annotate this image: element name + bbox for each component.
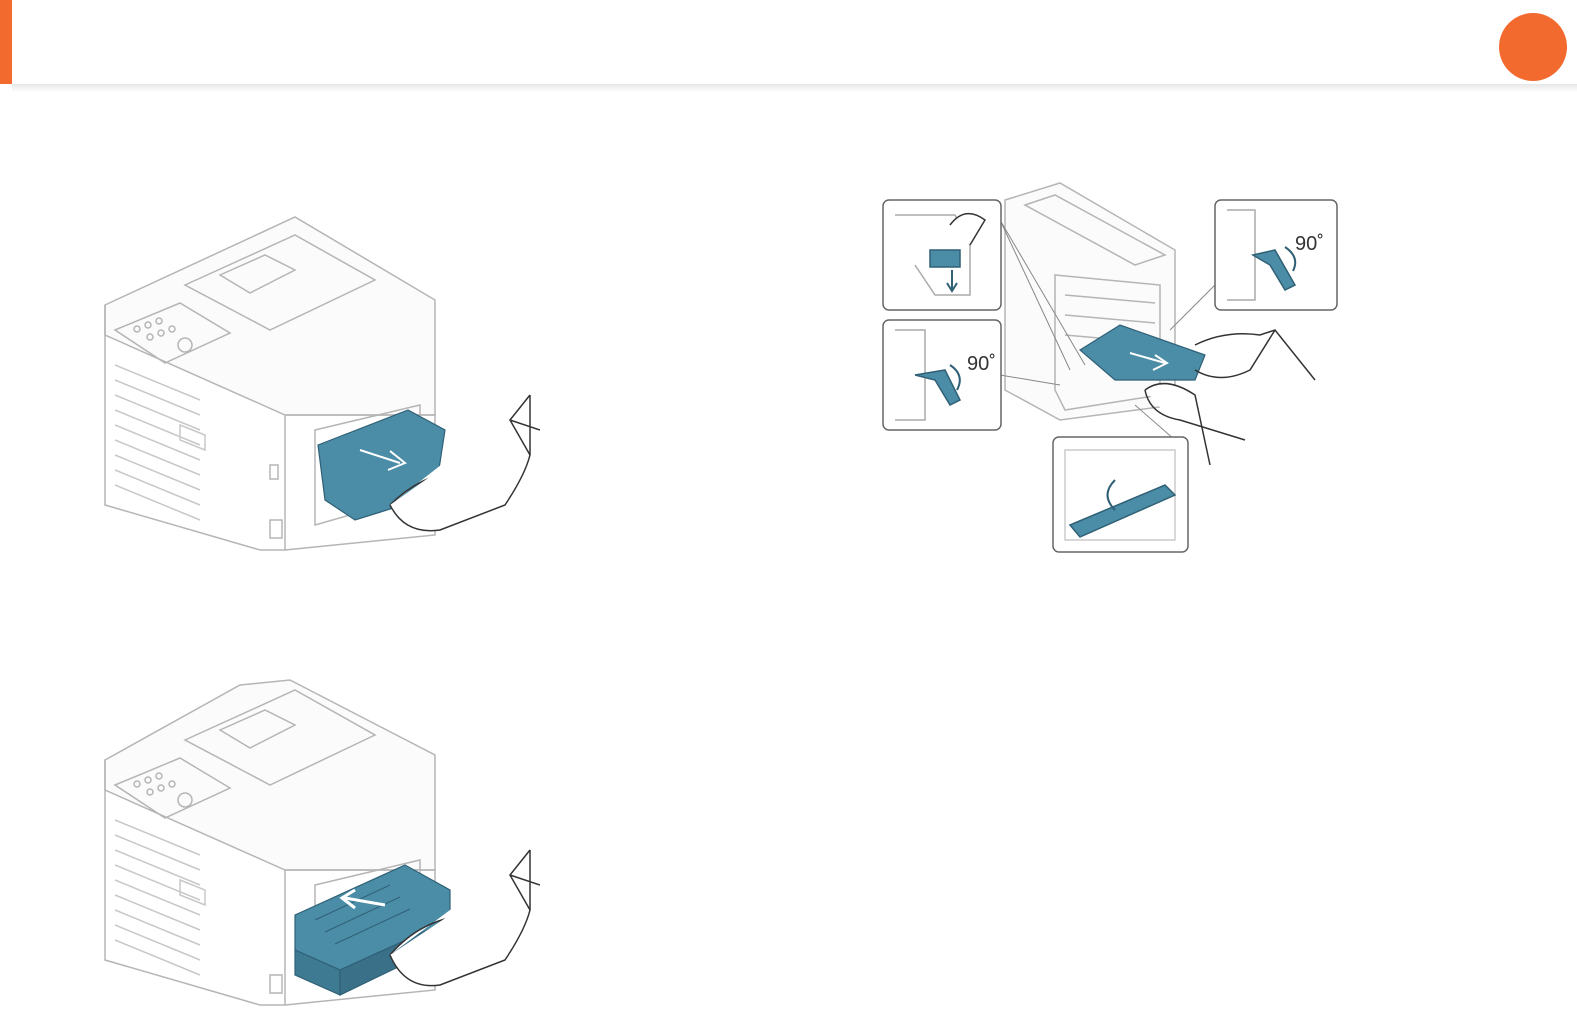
page-header: [0, 0, 1577, 95]
printer-duplex-unit-insert-illustration: [90, 670, 540, 1010]
angle-label-top: 90˚: [1295, 233, 1324, 255]
page-marker-dot: [1499, 13, 1567, 81]
header-divider: [12, 84, 1577, 92]
angle-label-left: 90˚: [967, 353, 996, 375]
section-accent-tab: [0, 0, 12, 84]
fuser-levers-release-illustration: 90˚ 90˚: [875, 175, 1345, 560]
printer-rear-pull-paper-illustration: [90, 205, 540, 555]
